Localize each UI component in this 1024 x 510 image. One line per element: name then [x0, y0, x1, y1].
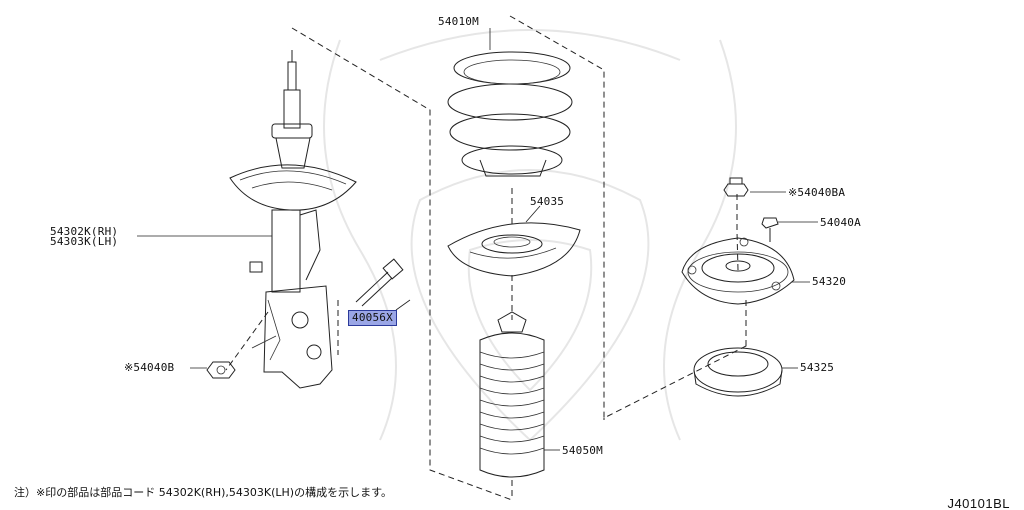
bolt-40056x-drawing: [355, 258, 404, 307]
label-54302k-rh[interactable]: 54302K(RH): [50, 225, 119, 238]
nut-54040ba-drawing: [723, 177, 749, 197]
label-54303k-lh[interactable]: 54303K(LH): [50, 235, 119, 248]
coil-spring-drawing: [447, 51, 573, 177]
label-54040a[interactable]: 54040A: [820, 216, 861, 229]
bumper-boot-drawing: [479, 311, 545, 478]
strut-assembly-drawing: [229, 50, 357, 389]
label-54325[interactable]: 54325: [800, 361, 835, 374]
label-54010m[interactable]: 54010M: [438, 15, 479, 28]
illustration-code: J40101BL: [947, 496, 1010, 510]
spring-seat-drawing: [447, 222, 581, 277]
assembly-dashed-lines: [225, 15, 749, 501]
bearing-drawing: [693, 347, 783, 397]
label-54040b[interactable]: ※54040B: [124, 361, 175, 374]
label-54040ba[interactable]: ※54040BA: [788, 186, 846, 199]
watermark-emblem: [323, 29, 737, 442]
bolt-54040a-drawing: [761, 217, 779, 242]
label-40056x-highlighted[interactable]: 40056X: [348, 310, 397, 326]
footnote: 注）※印の部品は部品コード 54302K(RH),54303K(LH)の構成を示…: [14, 486, 393, 499]
label-54035[interactable]: 54035: [530, 195, 565, 208]
leader-lines: [137, 28, 818, 451]
label-54320[interactable]: 54320: [812, 275, 847, 288]
label-54050m[interactable]: 54050M: [562, 444, 603, 457]
strut-mount-drawing: [681, 237, 795, 305]
nut-54040b-drawing: [206, 361, 236, 379]
